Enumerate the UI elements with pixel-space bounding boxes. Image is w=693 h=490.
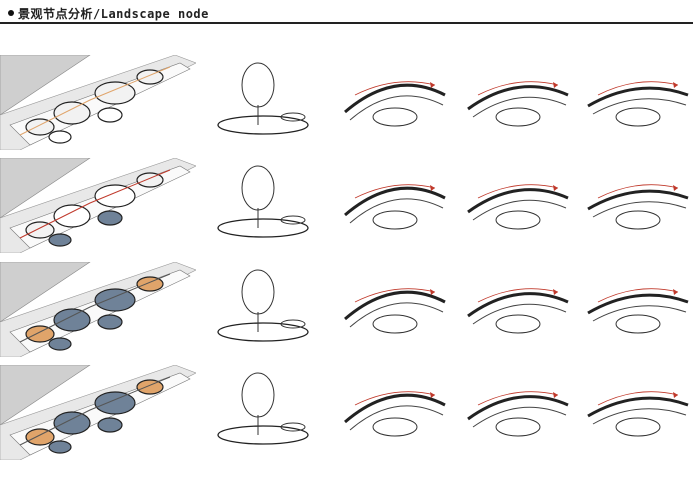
sketch-node-2-view-3: [458, 158, 576, 253]
site-render-node-4: [0, 364, 197, 461]
header-divider: [0, 22, 693, 24]
site-render-node-2: [0, 157, 197, 254]
sketch-node-3-view-2: [335, 262, 453, 357]
sketch-node-3-view-4: [578, 262, 693, 357]
sketch-node-1-view-3: [458, 55, 576, 150]
site-render-node-3: [0, 261, 197, 358]
page-title: 景观节点分析/Landscape node: [18, 7, 209, 21]
header: 景观节点分析/Landscape node: [0, 0, 693, 24]
sketch-node-1-view-4: [578, 55, 693, 150]
sketch-node-4-view-3: [458, 365, 576, 460]
sketch-node-1-view-2: [335, 55, 453, 150]
bullet-icon: [8, 10, 14, 16]
sketch-node-1-view-1: [208, 55, 326, 150]
sketch-node-3-view-3: [458, 262, 576, 357]
sketch-node-4-view-4: [578, 365, 693, 460]
sketch-node-2-view-4: [578, 158, 693, 253]
site-render-node-1: [0, 54, 197, 151]
sketch-node-3-view-1: [208, 262, 326, 357]
sketch-node-4-view-2: [335, 365, 453, 460]
sketch-node-4-view-1: [208, 365, 326, 460]
sketch-node-2-view-2: [335, 158, 453, 253]
sketch-node-2-view-1: [208, 158, 326, 253]
